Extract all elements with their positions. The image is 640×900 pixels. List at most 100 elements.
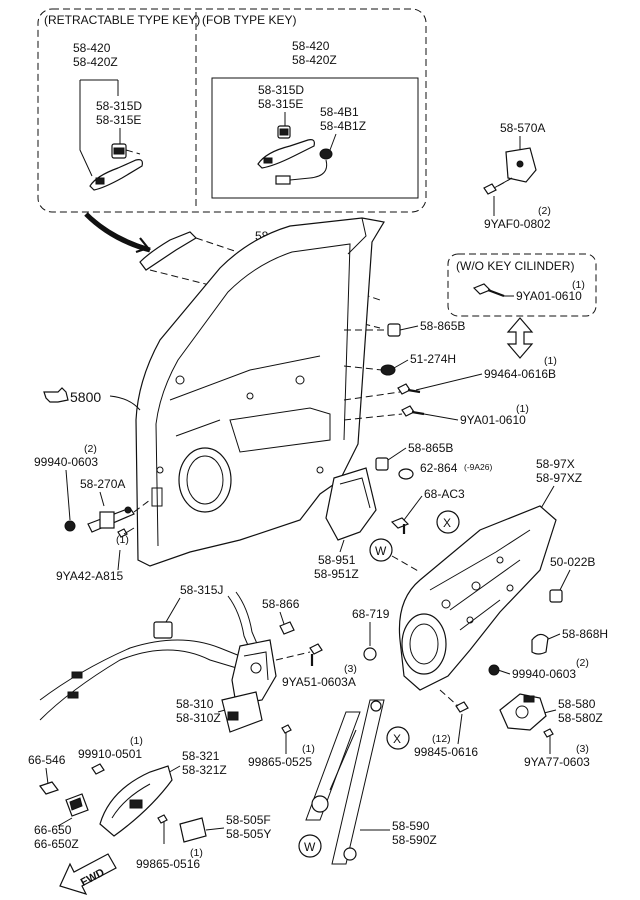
cover-58-505f	[179, 817, 207, 843]
interchange-arrow	[506, 317, 534, 359]
qty-99464: (1)	[544, 355, 557, 367]
label-58-868h: 58-868H	[562, 627, 608, 641]
label-58-505y: 58-505Y	[226, 827, 271, 841]
label-58-590: 58-590	[392, 819, 430, 833]
label-66-650z: 66-650Z	[34, 837, 79, 851]
label-66-546: 66-546	[28, 753, 66, 767]
key-cylinder-retractable	[111, 143, 127, 159]
door-module-panel	[398, 505, 557, 691]
marker-x-top-label: X	[443, 516, 451, 530]
marker-w-top-label: W	[375, 544, 387, 558]
label-58-420-a: 58-420	[73, 41, 111, 55]
hinge-bracket-upper	[505, 147, 537, 183]
qty-99865-b: (1)	[190, 847, 203, 859]
fwd-arrow-icon	[59, 853, 117, 895]
label-99940-0603-a: 99940-0603	[34, 455, 98, 469]
label-9ya01-0610-b: 9YA01-0610	[460, 413, 526, 427]
qty-9ya01-a: (1)	[572, 279, 585, 291]
label-68-719: 68-719	[352, 607, 390, 621]
screw-99910	[91, 763, 105, 775]
qty-9ya77: (3)	[576, 743, 589, 755]
label-58-580z: 58-580Z	[558, 711, 603, 725]
cap-51-274h	[380, 364, 396, 376]
label-58-570a: 58-570A	[500, 121, 545, 135]
marker-x-bottom	[386, 726, 410, 750]
bolt-9ya42	[117, 527, 135, 538]
label-68-ac3: 68-AC3	[424, 487, 465, 501]
outer-handle-retractable	[89, 159, 143, 191]
label-9ya01-0610-a: 9YA01-0610	[516, 289, 582, 303]
label-58-505f: 58-505F	[226, 813, 271, 827]
label-58-4b1: 58-4B1	[320, 105, 359, 119]
qty-9ya42: (1)	[116, 534, 129, 546]
window-motor	[499, 693, 547, 731]
door-check-link	[87, 506, 135, 533]
retractable-key-caption: (RETRACTABLE TYPE KEY)	[44, 13, 200, 27]
label-62-864: 62-864	[420, 461, 458, 475]
clip-58-865b-a	[387, 323, 401, 337]
label-58-97x: 58-97X	[536, 457, 575, 471]
label-9ya51-0603a: 9YA51-0603A	[282, 675, 356, 689]
label-58-315e-b: 58-315E	[258, 97, 303, 111]
screw-99865-b	[157, 814, 168, 844]
qty-9ya01-b: (1)	[516, 403, 529, 415]
qty-99845: (12)	[432, 733, 451, 745]
door-shell	[135, 217, 385, 567]
clip-50-022b	[549, 589, 563, 603]
marker-x-top	[436, 510, 460, 534]
label-58-321: 58-321	[182, 749, 220, 763]
label-58-315e-a: 58-315E	[96, 113, 141, 127]
door-latch	[231, 639, 277, 705]
qty-99940-b: (2)	[576, 657, 589, 669]
label-58-951: 58-951	[318, 553, 356, 567]
label-99865-0516: 99865-0516	[136, 857, 200, 871]
window-regulator	[305, 699, 385, 865]
label-99845-0616: 99845-0616	[414, 745, 478, 759]
switch-66-546	[39, 781, 59, 795]
bolt-9ya01-a	[472, 283, 505, 298]
label-50-022b: 50-022B	[550, 555, 595, 569]
clip-68-ac3	[390, 517, 410, 534]
nut-99940-a	[64, 520, 76, 532]
qty-9ya51: (3)	[344, 663, 357, 675]
wo-key-box	[447, 253, 597, 317]
qty-99940-a: (2)	[84, 443, 97, 455]
cover-58-868h	[531, 633, 549, 655]
label-99940-0603-b: 99940-0603	[512, 667, 576, 681]
note-62-864: (-9A26)	[464, 462, 493, 472]
bolt-9ya77	[543, 728, 554, 754]
clip-58-866	[279, 621, 295, 635]
qty-99910: (1)	[130, 735, 143, 747]
label-58-310: 58-310	[176, 697, 214, 711]
label-58-420z-b: 58-420Z	[292, 53, 337, 67]
marker-w-bottom	[298, 834, 322, 858]
label-66-650: 66-650	[34, 823, 72, 837]
nut-99940-b	[488, 664, 500, 676]
label-58-951z: 58-951Z	[314, 567, 359, 581]
label-58-310z: 58-310Z	[176, 711, 221, 725]
qty-9yaf0: (2)	[538, 205, 551, 217]
clip-58-865b-b	[375, 457, 389, 471]
label-58-315j: 58-315J	[180, 583, 223, 597]
bolt-99845	[455, 701, 469, 713]
label-99464-0616b: 99464-0616B	[484, 367, 556, 381]
label-58-866: 58-866	[262, 597, 300, 611]
outer-handle-fob	[257, 139, 315, 169]
marker-w-top	[369, 538, 393, 562]
label-9yaf0-0802: 9YAF0-0802	[484, 217, 551, 231]
label-58-315d-a: 58-315D	[96, 99, 142, 113]
label-58-590z: 58-590Z	[392, 833, 437, 847]
clip-58-315j	[153, 621, 173, 639]
latch-actuator	[221, 691, 263, 733]
bolt-99464	[397, 383, 421, 395]
request-switch-harness	[275, 148, 333, 185]
label-58-270a: 58-270A	[80, 477, 125, 491]
label-58-4b1z: 58-4B1Z	[320, 119, 366, 133]
qty-99865-a: (1)	[302, 743, 315, 755]
inner-handle	[99, 765, 173, 837]
label-99910-0501: 99910-0501	[78, 747, 142, 761]
clip-68-719	[363, 647, 377, 661]
door-latch-cables	[39, 591, 259, 721]
